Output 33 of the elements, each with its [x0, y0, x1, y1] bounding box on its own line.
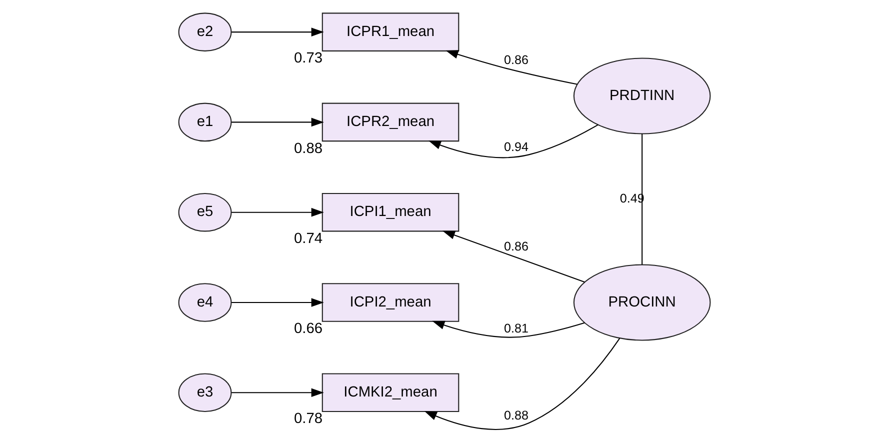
node-label: 0.66 [294, 320, 323, 337]
node-box: ICMKI2_mean [322, 372, 460, 412]
node-ellipse: e3 [178, 372, 232, 412]
node-label: 0.78 [294, 410, 323, 427]
node-label: 0.88 [294, 140, 323, 156]
node-ellipse: PRDTINN [573, 57, 711, 134]
node-label: 0.73 [294, 50, 323, 66]
edge-label: 0.94 [504, 140, 529, 154]
node-box: ICPI2_mean [322, 282, 460, 322]
node-ellipse: e5 [178, 192, 232, 232]
arrow [232, 207, 324, 216]
arrow [446, 50, 578, 84]
arrow [232, 298, 324, 306]
connector [642, 133, 643, 264]
edge-label: 0.81 [504, 320, 529, 335]
edge-label: 0.88 [504, 408, 529, 422]
arrow [442, 230, 585, 282]
node-ellipse: e2 [178, 12, 232, 51]
arrow [232, 117, 324, 126]
node-box: ICPR1_mean [322, 12, 460, 51]
arrow [232, 27, 324, 36]
arrow [428, 124, 598, 158]
edge-label: 0.86 [504, 239, 529, 254]
arrow [424, 337, 620, 430]
node-label: 0.74 [294, 230, 323, 246]
arrow [432, 320, 585, 338]
node-box: ICPR2_mean [322, 102, 460, 142]
arrow [232, 388, 324, 397]
node-box: ICPI1_mean [322, 192, 460, 232]
node-ellipse: e4 [178, 282, 232, 322]
edge-label: 0.86 [504, 52, 529, 67]
node-ellipse: e1 [178, 102, 232, 142]
node-ellipse: PROCINN [573, 264, 711, 340]
